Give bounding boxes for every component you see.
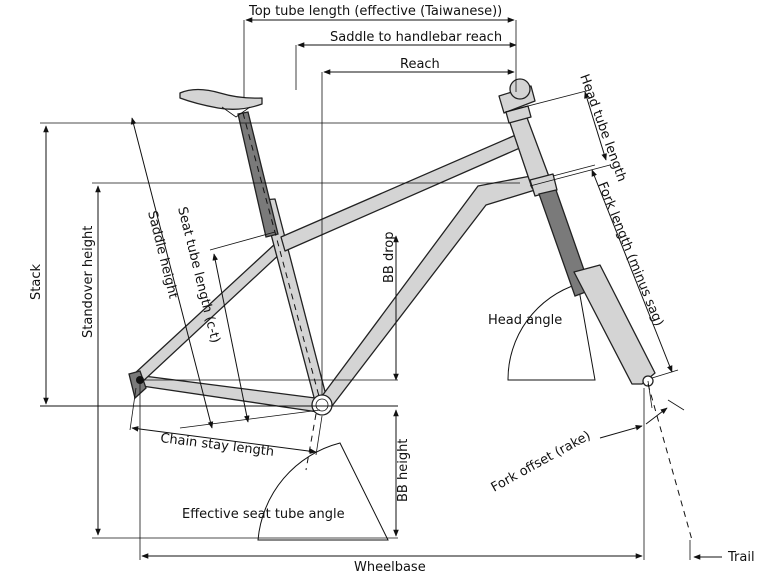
head-tube-ext-bottom [529,164,611,187]
label-chain-stay: Chain stay length [160,431,275,460]
fork-length-ext [552,164,596,177]
seat-angle-arc [257,442,389,541]
seat-axis-dashed [242,112,321,401]
seatpost [237,111,279,238]
label-top-tube: Top tube length (effective (Taiwanese)) [248,4,502,19]
fork-offset-arrow-right [645,407,668,425]
seat-tube-dim [212,253,250,423]
label-saddle-height: Saddle height [144,209,180,300]
chain-stay-ext-right [315,415,323,456]
fork-length-ext-bottom [651,369,679,379]
label-bb-drop: BB drop [382,232,397,284]
label-trail: Trail [727,550,755,565]
label-wheelbase: Wheelbase [354,560,426,575]
seat-tube-ext-bottom [179,409,321,429]
label-fork-offset: Fork offset (rake) [489,428,594,495]
saddle-rail [221,106,251,118]
steering-axis-dashed [647,383,693,541]
label-saddle-reach: Saddle to handlebar reach [330,30,502,45]
bottom-bracket-inner [315,398,329,412]
bottom-bracket [311,394,333,416]
label-eff-seat-angle: Effective seat tube angle [182,507,345,522]
fork-offset-tick [667,399,685,411]
chain-stay-ext-left [129,387,137,431]
label-standover: Standover height [81,226,96,338]
label-stack: Stack [29,264,44,300]
label-reach: Reach [400,57,440,72]
fork-crown [529,173,558,197]
seat-axis-extension [305,413,317,471]
head-angle-arc [507,283,596,381]
handlebar [509,78,531,100]
fork-offset-ext [647,380,653,409]
label-bb-height: BB height [396,439,411,502]
head-tube-ext-top [504,89,591,113]
chain-stay-dim [131,426,317,454]
saddle [179,88,263,110]
fork-offset-leader [599,425,643,439]
saddle-height-dim [130,117,214,429]
seat-tube-ext [209,231,276,251]
fork-length-dim [591,169,673,373]
head-tube-dim [584,91,607,161]
label-head-angle: Head angle [488,313,562,328]
